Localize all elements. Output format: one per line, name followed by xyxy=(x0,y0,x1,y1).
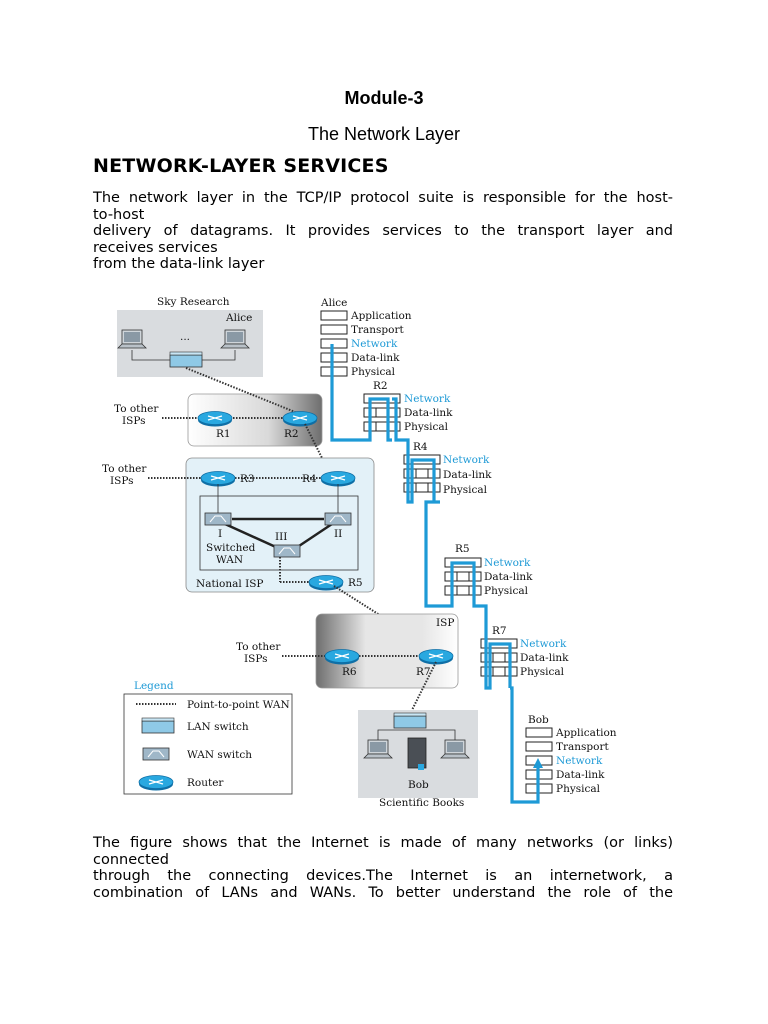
isp-network xyxy=(315,613,459,689)
sky-research-label: Sky Research xyxy=(157,296,230,308)
router-label: R5 xyxy=(348,577,363,589)
stack-layer-label: Data-link xyxy=(484,571,533,583)
stack-layer-label: Network xyxy=(351,338,398,350)
national-isp-label: National ISP xyxy=(196,578,263,590)
router-label: R7 xyxy=(416,666,431,678)
paragraph-line: from the data-link layer xyxy=(93,256,265,273)
stack-layer-label: Network xyxy=(484,557,531,569)
to-other-isps-label: ISPs xyxy=(244,653,268,665)
stack-layer-label: Physical xyxy=(443,484,488,496)
wan-switch-icon xyxy=(324,512,352,526)
stack-layer-label: Data-link xyxy=(520,652,569,664)
paragraph-line: The figure shows that the Internet is ma… xyxy=(93,835,673,851)
stack-layer-label: Network xyxy=(556,755,603,767)
stack-layer-label: Application xyxy=(555,727,617,739)
to-other-isps-label: To other xyxy=(236,641,281,653)
wan-switch-icon xyxy=(273,544,301,558)
to-other-isps-label: To other xyxy=(114,403,159,415)
bob-host-label: Bob xyxy=(408,779,429,791)
stack-layer-label: Physical xyxy=(484,585,529,597)
to-other-isps-label: ISPs xyxy=(110,475,134,487)
network-diagram: Sky Research ... Alice To other ISPs R1 … xyxy=(102,296,617,809)
stack-layer-label: Network xyxy=(443,454,490,466)
stack-title: Bob xyxy=(528,714,549,726)
ellipsis: ... xyxy=(180,331,190,343)
laptop-icon xyxy=(363,739,393,759)
paragraph-line: through the connecting devices.The Inter… xyxy=(93,868,673,885)
stack-title: R7 xyxy=(492,625,507,637)
lan-switch-icon xyxy=(169,351,203,368)
stack-layer-label: Application xyxy=(350,310,412,322)
router-icon xyxy=(197,410,233,428)
switched-wan-label: Switched xyxy=(206,542,256,554)
module-title: Module-3 xyxy=(344,88,424,108)
legend-item: WAN switch xyxy=(187,749,252,761)
section-heading: NETWORK-LAYER SERVICES xyxy=(93,155,389,177)
router-label: R3 xyxy=(240,473,255,485)
national-isp-network xyxy=(185,457,375,593)
legend-item: LAN switch xyxy=(187,721,249,733)
router-label: R1 xyxy=(216,428,231,440)
laptop-icon xyxy=(117,329,147,349)
laptop-icon xyxy=(220,329,250,349)
router-icon xyxy=(282,410,318,428)
stack-layer-label: Transport xyxy=(351,324,404,336)
arrow-head-icon xyxy=(533,758,543,768)
router-label: R6 xyxy=(342,666,357,678)
server-icon xyxy=(407,737,427,769)
paragraph-line: combination of LANs and WANs. To better … xyxy=(93,884,673,901)
stack-layer-label: Data-link xyxy=(351,352,400,364)
paragraph-line: connected xyxy=(93,851,169,868)
legend-title: Legend xyxy=(134,680,174,692)
wan-switch-label: III xyxy=(275,531,287,543)
stack-layer-label: Physical xyxy=(404,421,449,433)
to-other-isps-label: To other xyxy=(102,463,147,475)
wan-switch-icon xyxy=(204,512,232,526)
datagram-path xyxy=(330,344,540,804)
stack-layer-label: Transport xyxy=(556,741,609,753)
stack-layer-label: Data-link xyxy=(443,469,492,481)
stack-title: R5 xyxy=(455,543,470,555)
router-icon xyxy=(324,648,360,666)
wan-switch-label: I xyxy=(218,528,222,540)
alice-host-label: Alice xyxy=(225,312,252,324)
document-subtitle: The Network Layer xyxy=(307,124,461,144)
laptop-icon xyxy=(440,739,470,759)
stack-layer-label: Physical xyxy=(351,366,396,378)
lan-switch-icon xyxy=(393,712,427,729)
intro-paragraph: The network layer in the TCP/IP protocol… xyxy=(93,190,673,273)
r1-r2-network xyxy=(187,393,323,447)
wan-switch-icon xyxy=(142,747,170,761)
wan-switch-label: II xyxy=(334,528,342,540)
stack-layer-label: Network xyxy=(404,393,451,405)
paragraph-line: to-host xyxy=(93,206,145,223)
stack-layer-label: Network xyxy=(520,638,567,650)
paragraph-line: receives services xyxy=(93,239,218,256)
stack-title: Alice xyxy=(320,297,347,309)
scientific-books-label: Scientific Books xyxy=(379,797,464,809)
isp-label: ISP xyxy=(436,617,454,629)
lan-switch-icon xyxy=(141,717,175,734)
stack-layer-label: Data-link xyxy=(556,769,605,781)
router-label: R2 xyxy=(284,428,299,440)
closing-paragraph: The figure shows that the Internet is ma… xyxy=(93,835,673,901)
alice-protocol-stack xyxy=(320,310,348,377)
paragraph-line: delivery of datagrams. It provides servi… xyxy=(93,223,673,240)
router-label: R4 xyxy=(302,473,317,485)
legend-item: Router xyxy=(187,777,224,789)
switched-wan-label: WAN xyxy=(216,554,243,566)
stack-title: R4 xyxy=(413,441,428,453)
stack-layer-label: Physical xyxy=(556,783,601,795)
to-other-isps-label: ISPs xyxy=(122,415,146,427)
paragraph-line: The network layer in the TCP/IP protocol… xyxy=(93,190,673,206)
legend-item: Point-to-point WAN xyxy=(187,699,290,711)
router-icon xyxy=(138,774,174,792)
stack-layer-label: Physical xyxy=(520,666,565,678)
stack-title: R2 xyxy=(373,380,388,392)
stack-layer-label: Data-link xyxy=(404,407,453,419)
